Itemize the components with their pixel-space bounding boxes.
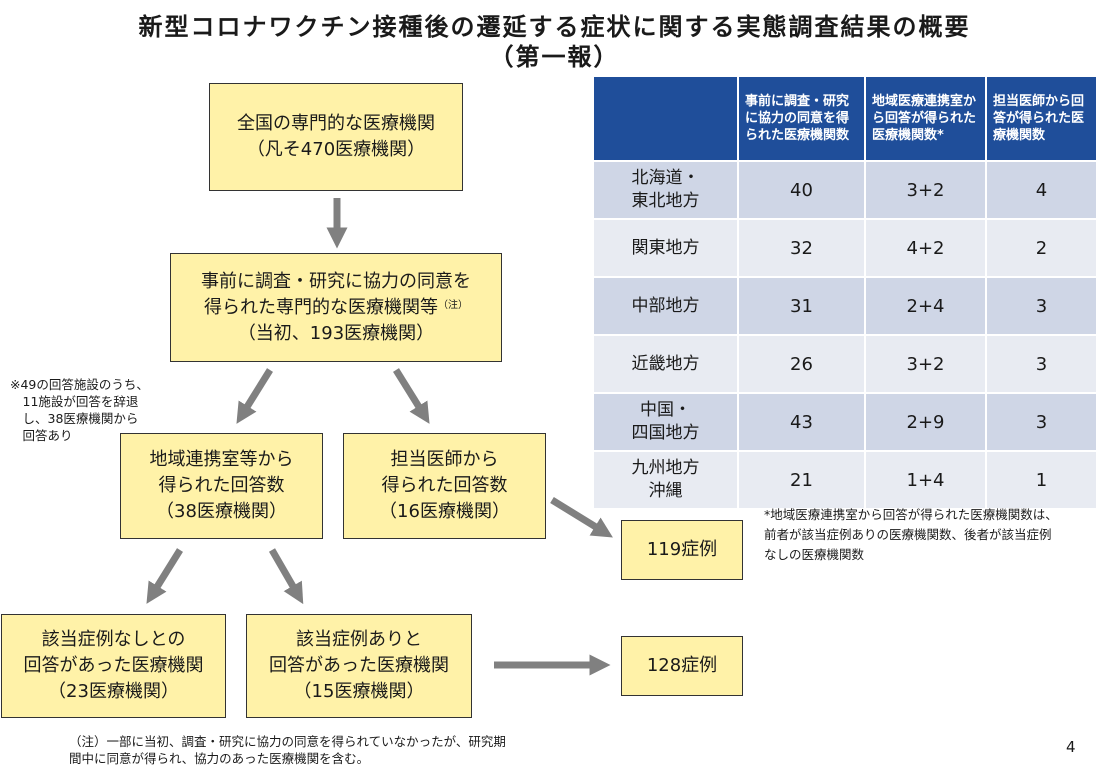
box-119-cases: 119症例 [621, 520, 743, 580]
box-national-institutions: 全国の専門的な医療機関 （凡そ470医療機関） [209, 83, 463, 191]
side-note: ※49の回答施設のうち、 11施設が回答を辞退 し、38医療機関から 回答あり [10, 377, 149, 443]
box-119-text: 119症例 [646, 539, 718, 560]
table-cell-doctor: 2 [985, 218, 1098, 278]
box-withcases-line1: 該当症例ありと [296, 629, 422, 650]
table-cell-doctor: 4 [985, 160, 1098, 220]
table-row: 北海道・ 東北地方 40 3+2 4 [592, 160, 1098, 220]
box-nocases-line1: 該当症例なしとの [41, 629, 186, 650]
arrow-consented-to-doctor [393, 368, 430, 424]
table-cell-consent: 26 [737, 334, 866, 394]
box-liaison-line3: （38医療機関） [156, 501, 287, 522]
table-row: 九州地方 沖縄 21 1+4 1 [592, 450, 1098, 510]
arrow-doctor-to-119 [550, 497, 613, 538]
box-doctor-line1: 担当医師から [390, 449, 499, 470]
box-128-cases: 128症例 [621, 636, 743, 696]
table-cell-consent: 43 [737, 392, 866, 452]
page-number: 4 [1066, 738, 1076, 756]
regional-table: 事前に調査・研究に協力の同意を得られた医療機関数 地域医療連携室から回答が得られ… [592, 75, 1098, 510]
arrow-liaison-to-withcases [268, 548, 304, 605]
table-row: 中国・ 四国地方 43 2+9 3 [592, 392, 1098, 452]
title-line-1: 新型コロナワクチン接種後の遷延する症状に関する実態調査結果の概要 [138, 13, 971, 41]
box-consented-line2-wrap: 得られた専門的な医療機関等（注） [204, 295, 468, 321]
table-cell-region: 中国・ 四国地方 [592, 392, 739, 452]
box-no-cases: 該当症例なしとの 回答があった医療機関 （23医療機関） [1, 614, 226, 718]
table-cell-doctor: 1 [985, 450, 1098, 510]
table-cell-consent: 32 [737, 218, 866, 278]
table-cell-doctor: 3 [985, 392, 1098, 452]
table-cell-liaison: 1+4 [864, 450, 987, 510]
box-nocases-line3: （23医療機関） [48, 681, 179, 702]
table-cell-region: 中部地方 [592, 276, 739, 336]
table-cell-consent: 21 [737, 450, 866, 510]
table-row: 中部地方 31 2+4 3 [592, 276, 1098, 336]
box-national-line1: 全国の専門的な医療機関 [237, 113, 435, 134]
box-withcases-line3: （15医療機関） [293, 681, 425, 702]
table-cell-region: 関東地方 [592, 218, 739, 278]
box-liaison-line2: 得られた回答数 [158, 475, 285, 496]
table-cell-consent: 31 [737, 276, 866, 336]
box-consented-line1: 事前に調査・研究に協力の同意を [201, 270, 471, 292]
table-cell-region: 近畿地方 [592, 334, 739, 394]
table-header-region [592, 75, 739, 162]
box-withcases-line2: 回答があった医療機関 [269, 655, 449, 676]
box-consented-line2: 得られた専門的な医療機関等 [204, 296, 438, 318]
box-doctor-line3: （16医療機関） [379, 501, 510, 522]
box-liaison-line1: 地域連携室等から [149, 449, 294, 470]
box-liaison-responses: 地域連携室等から 得られた回答数 （38医療機関） [120, 433, 323, 539]
box-doctor-line2: 得られた回答数 [381, 475, 508, 496]
table-cell-liaison: 4+2 [864, 218, 987, 278]
title-line-2: （第一報） [489, 43, 620, 71]
box-consented-line3: （当初、193医療機関） [237, 322, 435, 344]
arrow-liaison-to-nocases [146, 548, 183, 604]
box-with-cases: 該当症例ありと 回答があった医療機関 （15医療機関） [246, 614, 472, 718]
table-cell-doctor: 3 [985, 276, 1098, 336]
table-header-doctor: 担当医師から回答が得られた医療機関数 [985, 75, 1098, 162]
arrow-consented-to-liaison [236, 368, 273, 424]
page-title: 新型コロナワクチン接種後の遷延する症状に関する実態調査結果の概要 （第一報） [0, 12, 1109, 72]
box-consented-institutions: 事前に調査・研究に協力の同意を 得られた専門的な医療機関等（注） （当初、193… [170, 253, 502, 362]
table-cell-liaison: 3+2 [864, 334, 987, 394]
box-nocases-line2: 回答があった医療機関 [23, 655, 204, 676]
table-cell-doctor: 3 [985, 334, 1098, 394]
box-consented-sup: （注） [438, 299, 468, 311]
table-cell-region: 北海道・ 東北地方 [592, 160, 739, 220]
table-header-consent: 事前に調査・研究に協力の同意を得られた医療機関数 [737, 75, 866, 162]
table-header-liaison: 地域医療連携室から回答が得られた医療機関数* [864, 75, 987, 162]
table-header-row: 事前に調査・研究に協力の同意を得られた医療機関数 地域医療連携室から回答が得られ… [592, 75, 1098, 162]
footnote: （注）一部に当初、調査・研究に協力の同意を得られていなかったが、研究期 間中に同… [69, 734, 506, 766]
box-doctor-responses: 担当医師から 得られた回答数 （16医療機関） [343, 433, 546, 539]
box-national-line2: （凡そ470医療機関） [246, 139, 426, 160]
table-cell-consent: 40 [737, 160, 866, 220]
box-128-text: 128症例 [646, 655, 718, 676]
table-cell-liaison: 3+2 [864, 160, 987, 220]
table-cell-region: 九州地方 沖縄 [592, 450, 739, 510]
table-row: 近畿地方 26 3+2 3 [592, 334, 1098, 394]
table-footnote: *地域医療連携室から回答が得られた医療機関数は、 前者が該当症例ありの医療機関数… [764, 507, 1058, 562]
table-cell-liaison: 2+4 [864, 276, 987, 336]
table-row: 関東地方 32 4+2 2 [592, 218, 1098, 278]
table-cell-liaison: 2+9 [864, 392, 987, 452]
